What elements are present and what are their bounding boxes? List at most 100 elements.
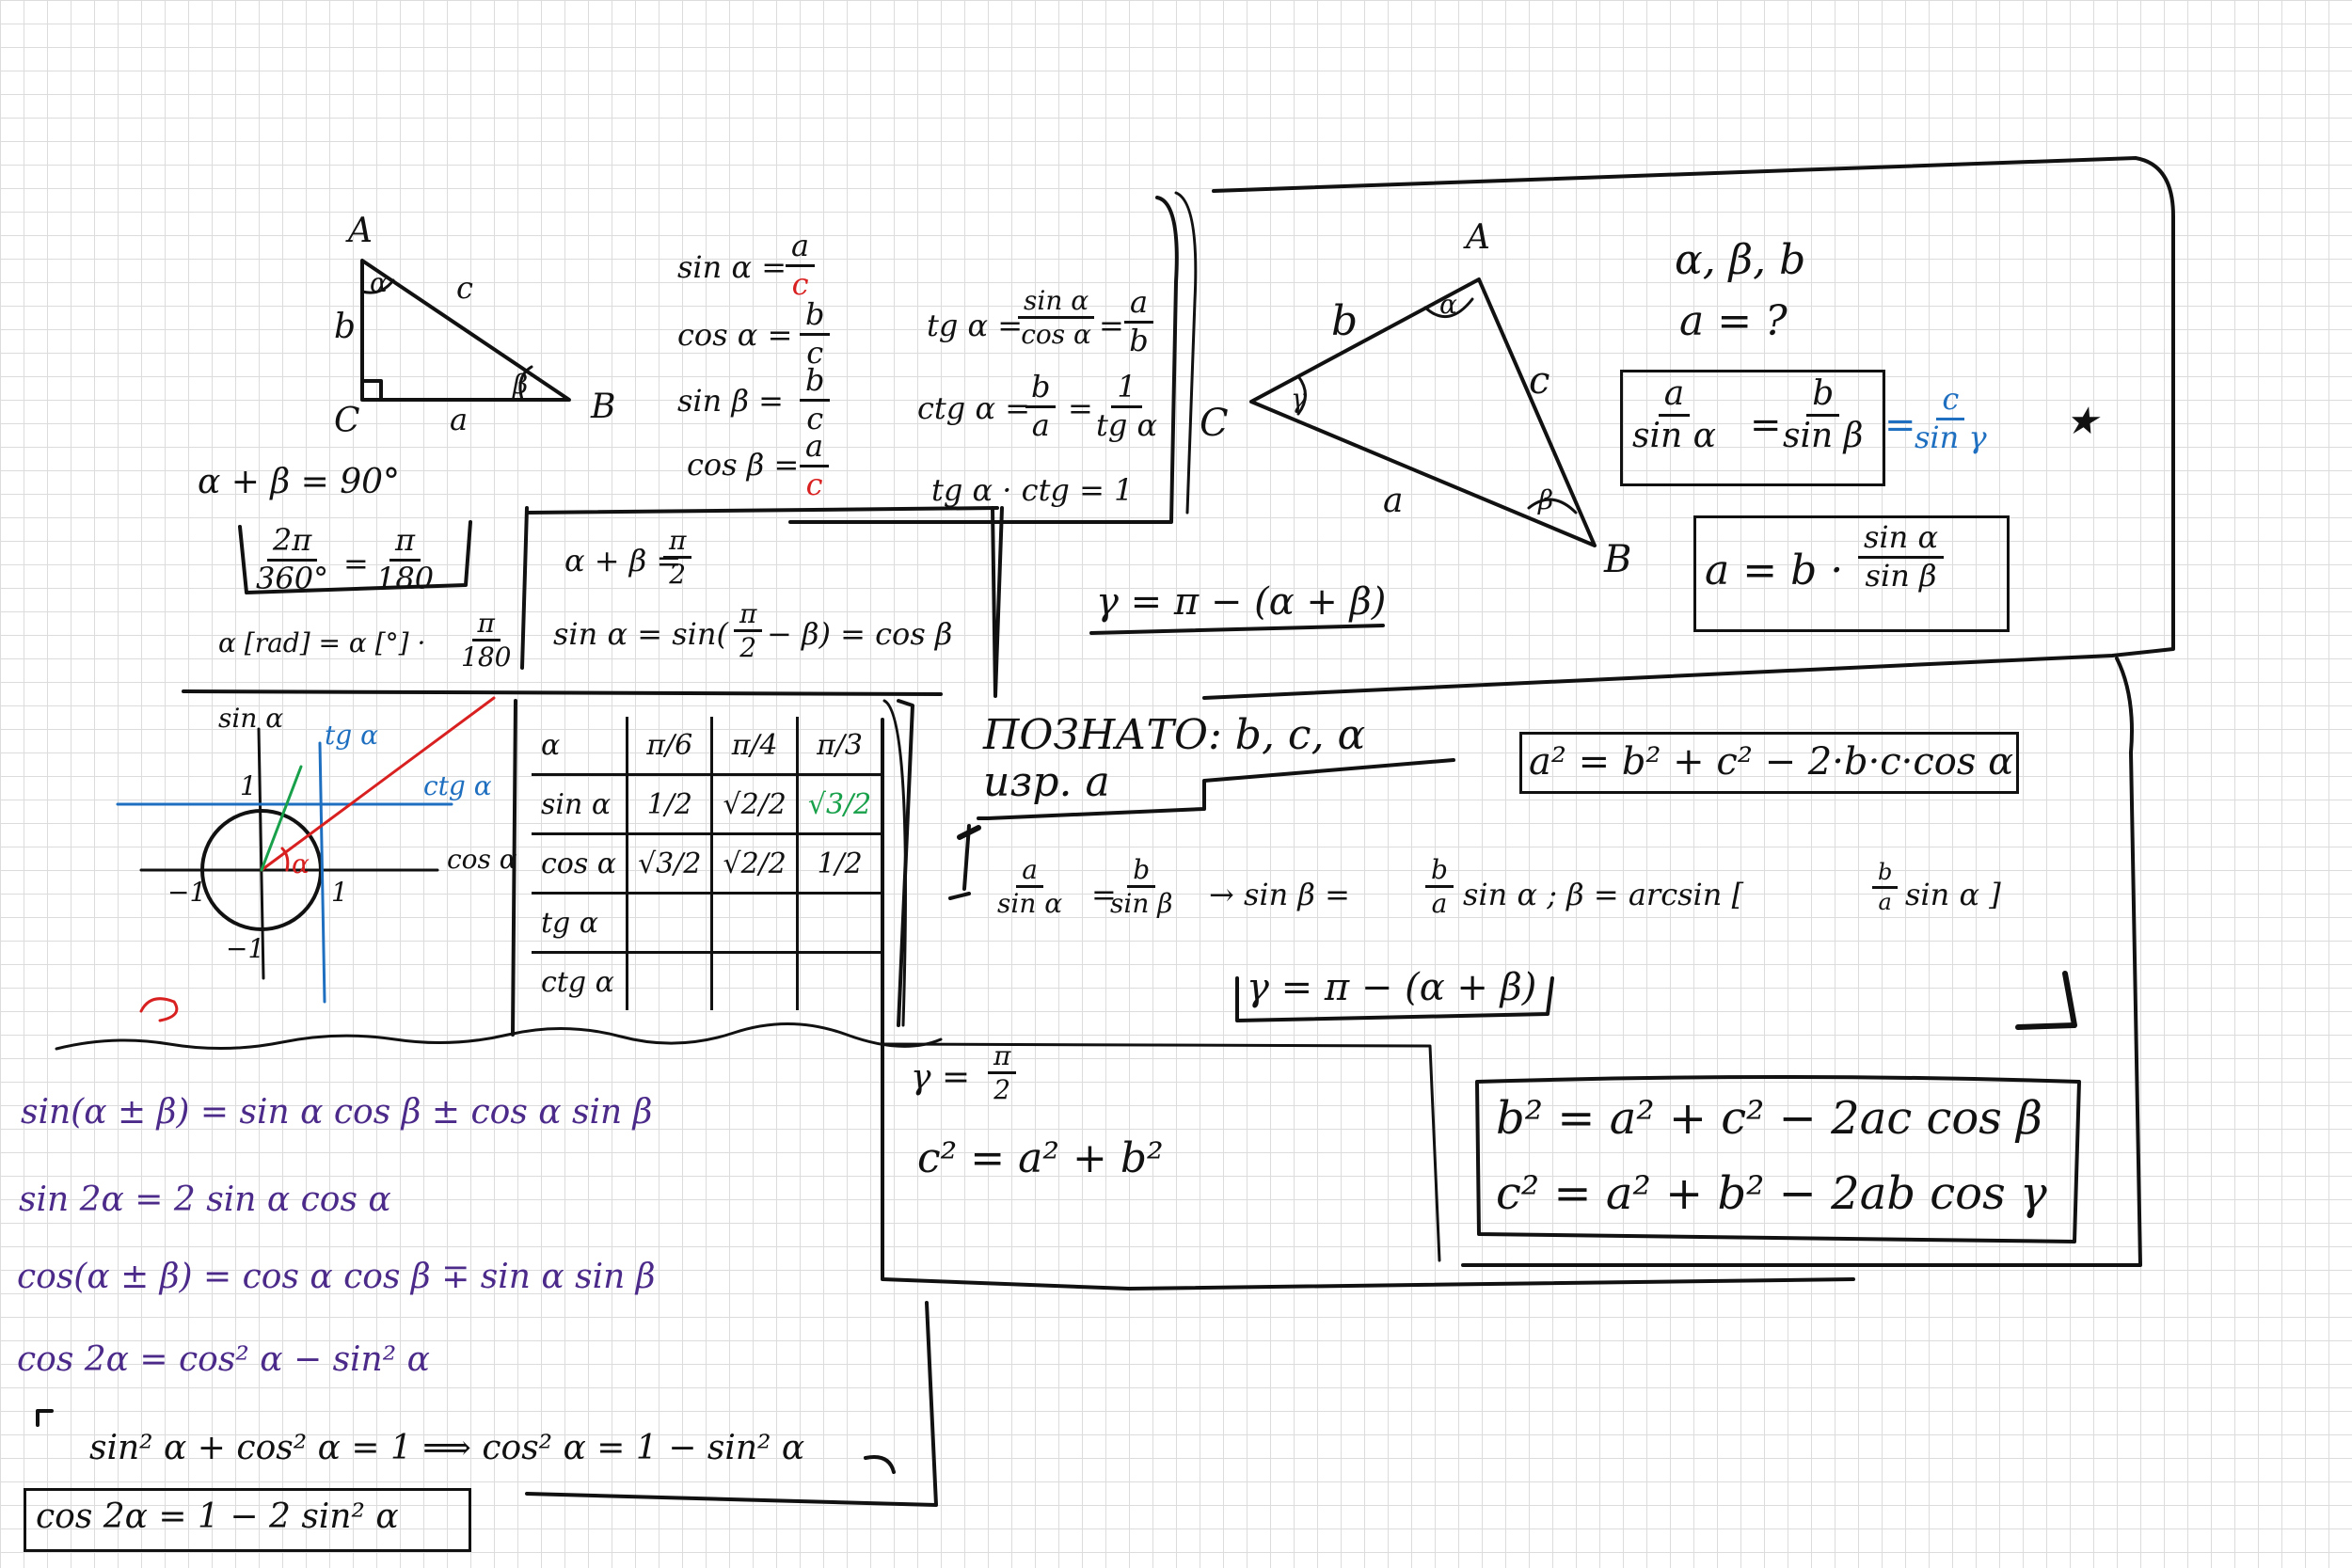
known-line1: ПОЗНАТО: b, c, α — [983, 711, 1366, 759]
rad-frac2: π 180 — [376, 524, 434, 594]
def-cos-alpha-lhs: cos α = — [677, 317, 793, 353]
num: a — [800, 430, 830, 467]
num: b — [1872, 860, 1899, 890]
sr-frac1: a sin α — [1632, 376, 1716, 454]
sine-solution-box — [1693, 515, 2010, 632]
left-vertex-c: C — [334, 402, 360, 440]
ra-lhs: γ = — [911, 1058, 971, 1097]
right-triangle — [1249, 277, 1597, 547]
mid-horizontal — [525, 506, 999, 515]
table-header: π/6 — [626, 717, 714, 776]
table-cell: 1/2 — [626, 773, 714, 835]
upper-panel-right-border — [788, 196, 1179, 524]
right-side-b: b — [1331, 297, 1359, 345]
left-side-a: a — [450, 402, 469, 437]
trig-table: α π/6 π/4 π/3 sin α 1/2 √2/2 √3/2 cos α … — [532, 717, 882, 1010]
known-line2: изр. a — [983, 758, 1110, 806]
left-alpha-arc — [360, 278, 395, 294]
table-cell — [626, 951, 714, 1010]
uc-one-x: 1 — [331, 877, 348, 908]
num: π — [389, 524, 421, 562]
den: 2 — [993, 1074, 1011, 1106]
right-side-a: a — [1383, 482, 1404, 520]
right-angle-alpha: α — [1439, 289, 1457, 320]
table-header: π/3 — [795, 717, 882, 776]
left-divider-2 — [991, 506, 1004, 698]
table-cell: √3/2 — [626, 832, 714, 895]
rl-eq: = — [1091, 877, 1117, 912]
uc-tg-axis: tg α — [325, 720, 378, 751]
uc-cos-axis: cos α — [447, 844, 517, 875]
den: sin α — [997, 888, 1063, 920]
ss-lhs: a = b · — [1705, 546, 1844, 594]
table-header-row: α π/6 π/4 π/3 — [532, 717, 882, 776]
num: 1 — [1111, 371, 1142, 408]
table-cell — [795, 951, 882, 1010]
mid-right-divider — [881, 718, 1855, 1291]
den: sin α — [1632, 416, 1716, 455]
num: a — [1658, 376, 1691, 417]
uc-minus-one: −1 — [226, 933, 265, 964]
den: tg α — [1096, 406, 1158, 443]
rad-conv-lhs: α [rad] = α [°] · — [218, 627, 426, 658]
rl-tail: sin α ] — [1905, 877, 2001, 912]
table-cell — [795, 892, 882, 954]
den: 2 — [739, 632, 757, 664]
table-cell — [710, 892, 799, 954]
comp-l1-frac: π 2 — [663, 527, 692, 589]
den: cos α — [1021, 319, 1091, 351]
uc-minus-one-x: −1 — [167, 877, 207, 908]
rad-frac1: 2π 360° — [256, 524, 329, 596]
identity-result-box — [24, 1488, 471, 1552]
den: c — [791, 265, 809, 302]
identity-sum-cos: cos(α ± β) = cos α cos β ∓ sin α sin β — [17, 1258, 656, 1296]
table-header: π/4 — [710, 717, 799, 776]
identity-sum-sin: sin(α ± β) = sin α cos β ± cos α sin β — [21, 1093, 653, 1132]
def-tg-eq: = — [1099, 308, 1124, 343]
den: b — [1129, 322, 1149, 358]
sr-eq2: = — [1884, 404, 1916, 447]
den: c — [806, 334, 824, 371]
table-row-label: sin α — [532, 773, 629, 835]
uc-alpha: α — [292, 848, 310, 879]
right-vertex-c: C — [1200, 402, 1229, 445]
def-cos-alpha-frac: b c — [800, 298, 831, 371]
def-tg-ctg: tg α · ctg = 1 — [931, 472, 1134, 508]
table-cell — [710, 951, 799, 1010]
num: b — [1127, 856, 1156, 889]
table-header: α — [532, 717, 629, 776]
identity-double-sin: sin 2α = 2 sin α cos α — [19, 1180, 391, 1219]
gamma-formula: γ = π − (α + β) — [1096, 580, 1387, 624]
left-beta-arc — [518, 365, 533, 402]
cosine-rule-a: a² = b² + c² − 2·b·c·cos α — [1529, 740, 2014, 784]
rl-frac1: a sin α — [997, 856, 1062, 918]
den: c — [806, 400, 824, 436]
def-ctg-lhs: ctg α = — [917, 390, 1031, 426]
den: a — [1031, 406, 1050, 443]
cosine-rule-b: b² = a² + c² − 2ac cos β — [1496, 1092, 2042, 1145]
rl-frac2: b sin β — [1110, 856, 1172, 918]
table-row: cos α √3/2 √2/2 1/2 — [532, 832, 882, 895]
den: 360° — [256, 560, 329, 596]
uc-ctg-axis: ctg α — [423, 770, 492, 801]
pythagoras: c² = a² + b² — [917, 1134, 1164, 1182]
right-angle-gamma: γ — [1291, 383, 1307, 414]
rl-rest: sin α ; β = arcsin [ — [1463, 877, 1744, 912]
comp-l1: α + β = — [564, 543, 682, 578]
num: π — [988, 1042, 1017, 1075]
ss-frac: sin α sin β — [1858, 521, 1945, 592]
right-vertex-b: B — [1604, 538, 1632, 581]
num: 2π — [266, 524, 318, 562]
given-line1: α, β, b — [1675, 236, 1806, 284]
den: a — [1431, 888, 1448, 920]
sr-eq1: = — [1750, 404, 1782, 447]
num: c — [1936, 383, 1965, 420]
def-sin-alpha-frac: a c — [786, 230, 816, 302]
table-right-border — [897, 699, 914, 1027]
sr-frac2: b sin β — [1783, 376, 1863, 454]
left-vertex-a: A — [348, 212, 373, 250]
star-icon: ★ — [2065, 400, 2099, 443]
table-row: tg α — [532, 892, 882, 954]
right-vertex-a: A — [1466, 218, 1490, 257]
